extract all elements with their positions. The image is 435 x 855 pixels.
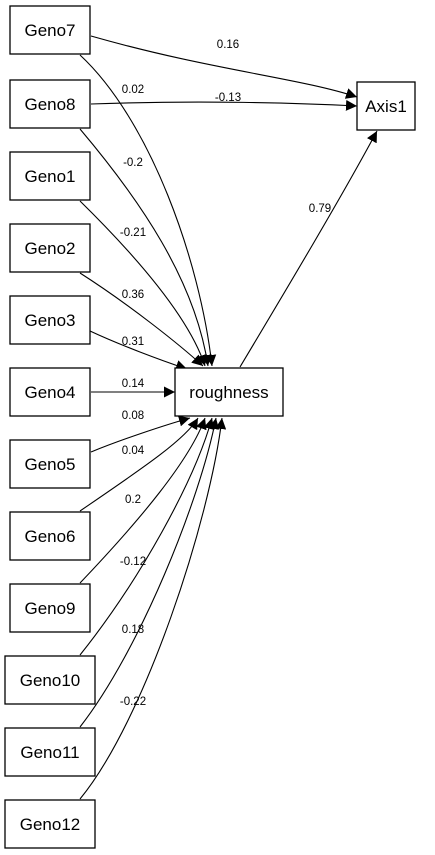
- node-label-geno10: Geno10: [20, 671, 81, 690]
- node-label-axis1: Axis1: [365, 97, 407, 116]
- node-label-geno7: Geno7: [24, 21, 75, 40]
- edge-label-geno4-roughness: 0.14: [122, 378, 145, 390]
- node-geno4: Geno4: [9, 367, 91, 417]
- node-box-geno10: [4, 655, 96, 705]
- node-geno5: Geno5: [9, 439, 91, 489]
- nodes-layer: Geno7Geno8Geno1Geno2Geno3Geno4Geno5Geno6…: [4, 5, 416, 849]
- node-box-geno11: [4, 727, 96, 777]
- node-box-geno6: [9, 511, 91, 561]
- node-label-geno5: Geno5: [24, 455, 75, 474]
- edge-label-geno8-axis1: -0.13: [215, 92, 241, 104]
- edge-label-geno7-roughness: 0.02: [122, 84, 144, 96]
- node-geno8: Geno8: [9, 79, 91, 129]
- edge-label-geno1-roughness: -0.21: [120, 227, 146, 239]
- edge-label-geno6-roughness: 0.04: [122, 445, 145, 457]
- edge-geno9-roughness: [79, 417, 207, 584]
- edge-label-geno3-roughness: 0.31: [122, 336, 144, 348]
- edge-label-geno5-roughness: 0.08: [122, 410, 144, 422]
- node-geno9: Geno9: [9, 583, 91, 633]
- edge-geno11-roughness: [79, 417, 220, 728]
- edge-roughness-axis1: [239, 130, 378, 368]
- edge-label-geno11-roughness: 0.18: [122, 624, 144, 636]
- node-roughness: roughness: [174, 367, 284, 417]
- edge-geno1-roughness: [79, 200, 207, 367]
- edge-geno10-roughness: [79, 417, 215, 656]
- edge-label-geno10-roughness: -0.12: [120, 556, 146, 568]
- node-label-geno12: Geno12: [20, 815, 81, 834]
- node-label-geno6: Geno6: [24, 527, 75, 546]
- node-label-geno4: Geno4: [24, 383, 75, 402]
- node-box-geno1: [9, 151, 91, 201]
- edge-geno7-axis1: [90, 35, 358, 99]
- node-label-geno1: Geno1: [24, 167, 75, 186]
- node-label-geno3: Geno3: [24, 311, 75, 330]
- node-box-geno8: [9, 79, 91, 129]
- edge-geno6-roughness: [79, 417, 199, 512]
- node-label-roughness: roughness: [189, 383, 268, 402]
- edge-geno8-roughness: [79, 128, 212, 367]
- edge-label-geno8-roughness: -0.2: [123, 157, 143, 169]
- edge-label-geno12-roughness: -0.22: [120, 696, 146, 708]
- edge-label-geno2-roughness: 0.36: [122, 289, 144, 301]
- node-box-geno2: [9, 223, 91, 273]
- edge-geno8-axis1: [90, 99, 358, 111]
- node-label-geno11: Geno11: [20, 743, 79, 762]
- node-geno2: Geno2: [9, 223, 91, 273]
- node-box-axis1: [356, 81, 416, 131]
- edge-label-geno7-axis1: 0.16: [217, 39, 239, 51]
- node-geno1: Geno1: [9, 151, 91, 201]
- node-box-geno12: [4, 799, 96, 849]
- node-box-geno5: [9, 439, 91, 489]
- edges-layer: 0.16 0.02 -0.13 -0.2 -0.21 0.36 0.31 0.14 0.08 0.…: [79, 35, 378, 800]
- node-box-geno3: [9, 295, 91, 345]
- node-box-roughness: [174, 367, 284, 417]
- edge-geno2-roughness: [79, 272, 204, 367]
- node-label-geno8: Geno8: [24, 95, 75, 114]
- node-geno12: Geno12: [4, 799, 96, 849]
- node-label-geno9: Geno9: [24, 599, 75, 618]
- edge-geno3-roughness: [89, 330, 188, 371]
- node-box-geno9: [9, 583, 91, 633]
- node-label-geno2: Geno2: [24, 239, 75, 258]
- node-geno11: Geno11: [4, 727, 96, 777]
- node-box-geno7: [9, 5, 91, 55]
- node-geno10: Geno10: [4, 655, 96, 705]
- edge-geno7-roughness: [79, 54, 217, 367]
- node-axis1: Axis1: [356, 81, 416, 131]
- node-box-geno4: [9, 367, 91, 417]
- edge-geno5-roughness: [90, 415, 191, 453]
- node-geno6: Geno6: [9, 511, 91, 561]
- edge-label-roughness-axis1: 0.79: [309, 203, 331, 215]
- node-geno3: Geno3: [9, 295, 91, 345]
- edge-label-geno9-roughness: 0.2: [125, 494, 141, 506]
- edge-geno12-roughness: [79, 417, 227, 800]
- node-geno7: Geno7: [9, 5, 91, 55]
